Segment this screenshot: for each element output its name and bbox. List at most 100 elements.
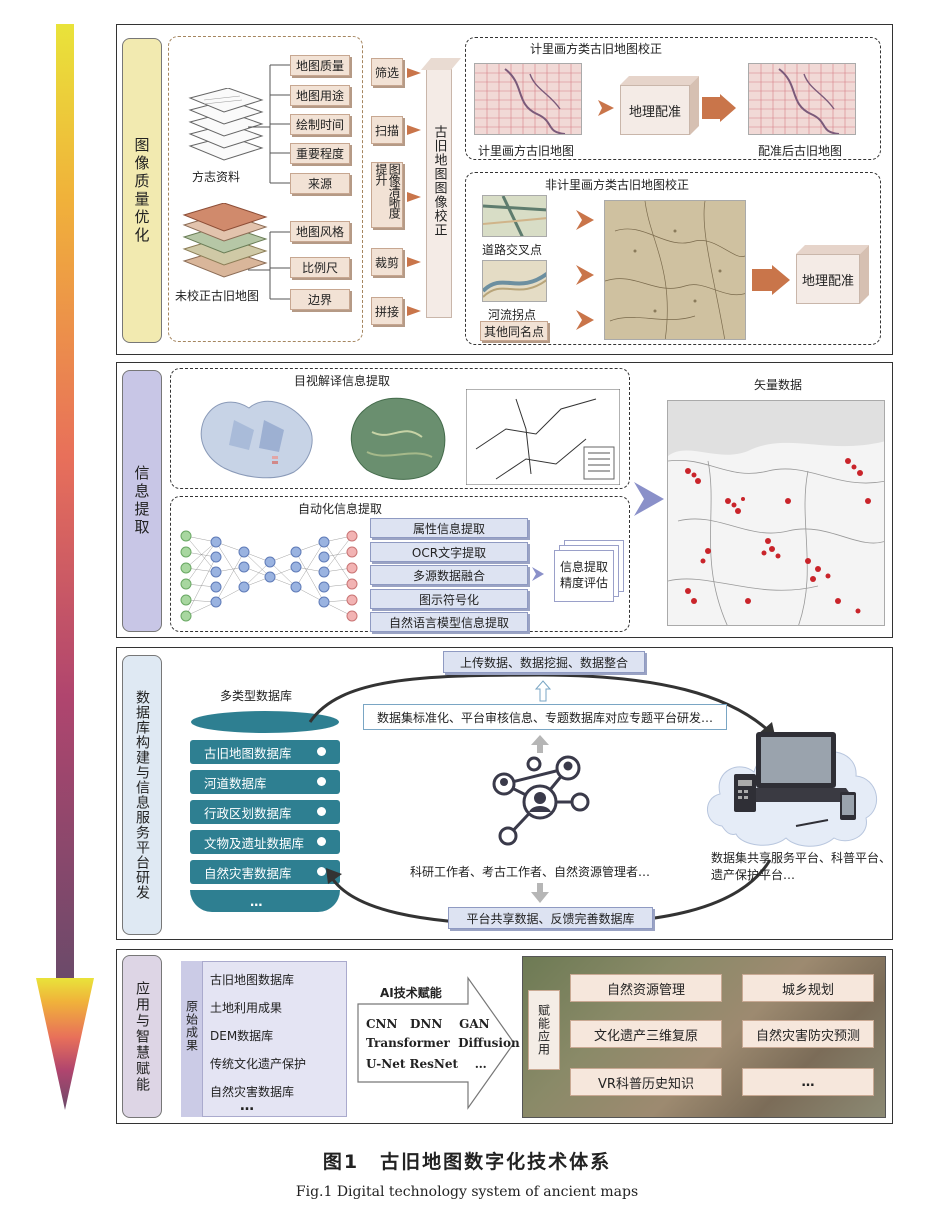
step-filter: 筛选 — [371, 58, 403, 86]
geo-register-cube-2: 地理配准 — [796, 254, 860, 304]
step-arrows — [407, 68, 421, 316]
ai-models-line1: CNN DNN GAN — [366, 1017, 490, 1031]
source-materials-box — [168, 36, 363, 342]
app-urban-planning: 城乡规划 — [742, 974, 874, 1002]
up-arrow-grey — [531, 735, 549, 753]
raw-label: 原始成果 — [184, 1000, 199, 1052]
criteria-importance: 重要程度 — [290, 143, 350, 164]
db-disaster: 自然灾害数据库 — [190, 860, 340, 884]
db-dot — [317, 807, 326, 816]
down-arrow-grey — [531, 883, 549, 903]
arrow-to-eval — [532, 567, 544, 581]
section4-label: 应用与智慧赋能 — [122, 955, 162, 1118]
db-title: 多类型数据库 — [220, 689, 293, 703]
document-stack-icon — [188, 88, 264, 161]
db-dot — [317, 777, 326, 786]
task-attribute: 属性信息提取 — [370, 518, 528, 538]
db-dot — [317, 867, 326, 876]
eval-doc: 信息提取精度评估 — [554, 550, 614, 602]
platform-label: 数据集共享服务平台、科普平台、遗产保护平台… — [711, 851, 892, 883]
empower-label-box: 赋能应用 — [528, 990, 560, 1070]
correction-label: 古旧地图图像校正 — [431, 125, 447, 237]
raw-results-box — [181, 961, 347, 1117]
criteria-map-quality: 地图质量 — [290, 55, 350, 76]
road-crossing-label: 道路交叉点 — [482, 243, 543, 257]
up-arrow-outline — [535, 680, 551, 702]
section1-label: 图像质量优化 — [122, 38, 162, 343]
registered-map — [748, 63, 856, 135]
jili-title: 计里画方类古旧地图校正 — [530, 42, 663, 56]
db-admin-label: 行政区划数据库 — [204, 805, 292, 821]
visual-title: 目视解译信息提取 — [294, 374, 391, 388]
db-relics-label: 文物及遗址数据库 — [204, 835, 305, 851]
caption-cn: 图1 古旧地图数字化技术体系 — [322, 1151, 612, 1173]
ai-arrow — [357, 976, 515, 1110]
registered-label: 配准后古旧地图 — [758, 144, 843, 158]
correction-column — [426, 68, 452, 318]
db-dot — [317, 747, 326, 756]
people-network-icon — [492, 755, 590, 846]
nonjili-title: 非计里画方类古旧地图校正 — [545, 178, 690, 192]
geo-register-label-1: 地理配准 — [628, 104, 681, 120]
criteria-brackets — [248, 64, 290, 300]
db-top — [191, 711, 339, 733]
river-bend-thumb — [482, 260, 547, 302]
task-llm: 自然语言模型信息提取 — [370, 612, 528, 632]
raw-item-dem: DEM数据库 — [210, 1029, 274, 1043]
raw-item-disaster: 自然灾害数据库 — [210, 1085, 295, 1099]
section2-label: 信息提取 — [122, 370, 162, 632]
fangzhi-label: 方志资料 — [192, 170, 241, 184]
river-bend-label: 河流拐点 — [488, 308, 537, 322]
raw-more: … — [240, 1098, 254, 1114]
other-points-tag: 其他同名点 — [480, 321, 548, 341]
caption-en: Fig.1 Digital technology system of ancie… — [295, 1184, 639, 1200]
step-stitch: 拼接 — [371, 297, 403, 325]
app-resource-mgmt: 自然资源管理 — [570, 974, 722, 1002]
road-crossing-thumb — [482, 195, 547, 237]
db-ancient-map: 古旧地图数据库 — [190, 740, 340, 764]
db-ancient-map-label: 古旧地图数据库 — [204, 745, 292, 761]
choropleth-map-2 — [350, 397, 446, 480]
app-more: … — [742, 1068, 874, 1096]
ai-title: AI技术赋能 — [380, 986, 442, 1000]
step-clarity-text: 图像清晰度提升 — [374, 163, 402, 218]
eval-label: 信息提取精度评估 — [559, 560, 608, 590]
section3-label: 数据库构建与信息服务平台研发 — [122, 655, 162, 935]
arrow-small-1 — [598, 100, 614, 116]
standardize-box: 数据集标准化、平台审核信息、专题数据库对应专题平台研发… — [363, 704, 727, 730]
db-more: … — [250, 893, 263, 909]
arrow-big-1 — [702, 94, 736, 122]
auto-title: 自动化信息提取 — [298, 502, 383, 516]
uncorrected-map-label: 未校正古旧地图 — [175, 289, 260, 303]
geo-register-label-2: 地理配准 — [801, 273, 854, 289]
old-map-image — [604, 200, 746, 340]
db-admin: 行政区划数据库 — [190, 800, 340, 824]
gradient-arrow — [36, 24, 94, 1110]
raw-item-ancient-map: 古旧地图数据库 — [210, 973, 295, 987]
choropleth-map-1 — [200, 400, 313, 479]
users-label: 科研工作者、考古工作者、自然资源管理者… — [410, 865, 651, 879]
app-vr-history: VR科普历史知识 — [570, 1068, 722, 1096]
vector-data-map — [667, 400, 885, 626]
step-scan: 扫描 — [371, 116, 403, 144]
db-disaster-label: 自然灾害数据库 — [204, 865, 292, 881]
geo-register-cube-1: 地理配准 — [620, 85, 690, 135]
arrows-to-map — [576, 210, 594, 330]
nonjili-correction-box — [465, 172, 881, 345]
jili-correction-box — [465, 37, 881, 160]
neural-network-diagram — [180, 530, 358, 622]
database-stack: 古旧地图数据库 河道数据库 行政区划数据库 文物及遗址数据库 自然灾害数据库 … — [190, 710, 340, 924]
jili-source-label: 计里画方古旧地图 — [478, 144, 575, 158]
app-disaster-prediction: 自然灾害防灾预测 — [742, 1020, 874, 1048]
db-dot — [317, 837, 326, 846]
visual-extraction-box — [170, 368, 630, 489]
vector-title: 矢量数据 — [754, 378, 803, 392]
arrow-big-2 — [752, 265, 790, 295]
upload-bar: 上传数据、数据挖掘、数据整合 — [443, 651, 645, 673]
raw-results-side — [181, 961, 203, 1117]
criteria-source: 来源 — [290, 173, 350, 194]
raw-item-heritage: 传统文化遗产保护 — [210, 1057, 307, 1071]
empower-label: 赋能应用 — [536, 1004, 551, 1056]
criteria-map-style: 地图风格 — [290, 221, 350, 242]
cube-2-shade — [796, 245, 869, 304]
